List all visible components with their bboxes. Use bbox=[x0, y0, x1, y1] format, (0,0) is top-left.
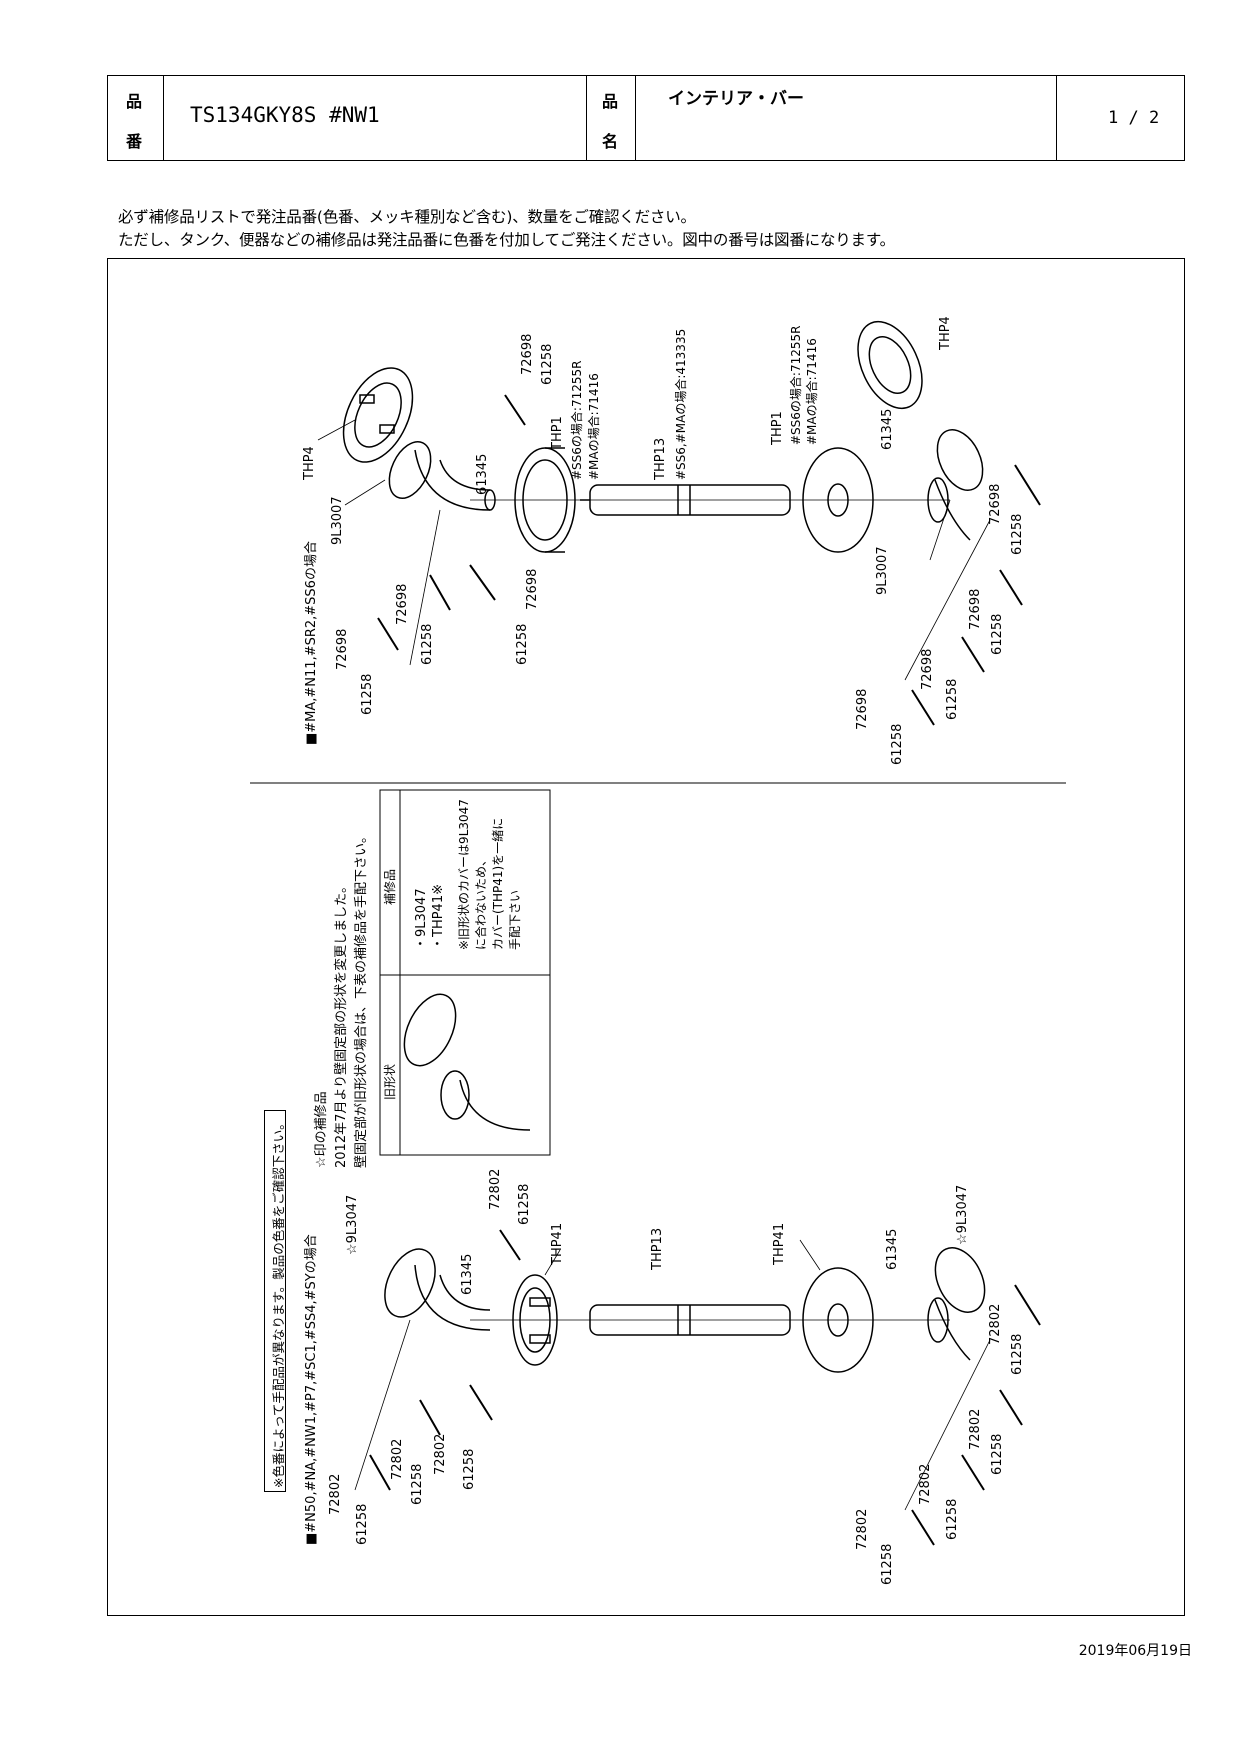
title-block: 品 番 TS134GKY8S #NW1 品 名 インテリア・バー 1 / 2 bbox=[107, 75, 1185, 161]
label-9l3007-left: 9L3007 bbox=[330, 496, 345, 545]
label-72802-e: 72802 bbox=[988, 1303, 1003, 1345]
label-72802-h: 72802 bbox=[855, 1508, 870, 1550]
label-61258-g: 61258 bbox=[945, 678, 960, 720]
lower-right-elbow bbox=[927, 1247, 986, 1361]
label-mei-top: 品 bbox=[602, 92, 619, 111]
product-code: TS134GKY8S #NW1 bbox=[190, 103, 380, 127]
upper-left-rosette bbox=[342, 367, 414, 463]
label-72698-a: 72698 bbox=[520, 333, 535, 375]
label-72698-d: 72698 bbox=[335, 628, 350, 670]
product-name: インテリア・バー bbox=[668, 89, 804, 109]
color-note-box bbox=[264, 1110, 286, 1492]
label-61258-lh: 61258 bbox=[880, 1543, 895, 1585]
label-61258-lf: 61258 bbox=[990, 1433, 1005, 1475]
notice-line-1: 必ず補修品リストで発注品番(色番、メッキ種別など含む)、数量をご確認ください。 bbox=[118, 208, 696, 226]
issue-date: 2019年06月19日 bbox=[1078, 1643, 1192, 1659]
label-61345-lower-left: 61345 bbox=[460, 1253, 475, 1295]
label-72698-h: 72698 bbox=[855, 688, 870, 730]
label-61258-b: 61258 bbox=[515, 623, 530, 665]
label-hin-bottom: 番 bbox=[126, 132, 143, 151]
label-72802-b: 72802 bbox=[433, 1433, 448, 1475]
label-thp41-right: THP41 bbox=[772, 1222, 787, 1265]
label-72698-b: 72698 bbox=[525, 568, 540, 610]
label-61258-d: 61258 bbox=[360, 673, 375, 715]
label-61258-f: 61258 bbox=[990, 613, 1005, 655]
table-col-old-shape: 旧形状 bbox=[383, 1063, 397, 1100]
label-72802-g: 72802 bbox=[918, 1463, 933, 1505]
label-thp4-right: THP4 bbox=[938, 316, 953, 350]
label-72802-f: 72802 bbox=[968, 1408, 983, 1450]
label-72698-e: 72698 bbox=[988, 483, 1003, 525]
color-note: ※色番によって手配品が異なります。製品の色番をご確認下さい。 bbox=[271, 1117, 286, 1488]
label-thp13-note: #SS6,#MAの場合:413335 bbox=[674, 328, 688, 480]
label-thp1-ss6-right: #SS6の場合:71255R bbox=[789, 325, 803, 445]
label-mei-bottom: 名 bbox=[602, 132, 619, 151]
label-thp13-lower: THP13 bbox=[650, 1227, 665, 1270]
label-thp1-ma-right: #MAの場合:71416 bbox=[805, 338, 819, 445]
change-note-2: 2012年7月より壁固定部の形状を変更しました。 bbox=[334, 879, 349, 1168]
label-72802-c: 72802 bbox=[390, 1438, 405, 1480]
lower-left-elbow bbox=[384, 1248, 491, 1331]
table-note-3: カバー(THP41)を一緒に bbox=[491, 817, 505, 950]
label-72698-c: 72698 bbox=[395, 583, 410, 625]
change-note-1: ☆印の補修品 bbox=[314, 1091, 329, 1168]
label-9l3047-left: ☆9L3047 bbox=[345, 1194, 360, 1255]
label-9l3007-right: 9L3007 bbox=[875, 546, 890, 595]
table-col-parts: 補修品 bbox=[383, 868, 397, 905]
label-thp1-ss6-left: #SS6の場合:71255R bbox=[570, 360, 584, 480]
page-number: 1 / 2 bbox=[1108, 108, 1160, 128]
upper-right-elbow bbox=[927, 429, 984, 541]
label-thp41-left: THP41 bbox=[550, 1222, 565, 1265]
label-61258-c: 61258 bbox=[420, 623, 435, 665]
label-61258-lg: 61258 bbox=[945, 1498, 960, 1540]
label-61345-lower-right: 61345 bbox=[885, 1228, 900, 1270]
old-shape-part bbox=[403, 993, 531, 1131]
label-72802-d: 72802 bbox=[328, 1473, 343, 1515]
change-note-3: 壁固定部が旧形状の場合は、下表の補修品を手配下さい。 bbox=[354, 829, 369, 1168]
drawing-frame bbox=[107, 258, 1185, 1616]
notice-line-2: ただし、タンク、便器などの補修品は発注品番に色番を付加してご発注ください。図中の… bbox=[118, 231, 895, 249]
label-61258-e: 61258 bbox=[1010, 513, 1025, 555]
label-thp1-ma-left: #MAの場合:71416 bbox=[587, 373, 601, 480]
label-9l3047-right: ☆9L3047 bbox=[955, 1184, 970, 1245]
label-61258-la: 61258 bbox=[517, 1183, 532, 1225]
upper-screws bbox=[377, 394, 1041, 726]
label-61345-left: 61345 bbox=[475, 453, 490, 495]
label-thp1-left: THP1 bbox=[550, 416, 565, 450]
upper-right-rosette bbox=[857, 320, 923, 410]
label-61258-lc: 61258 bbox=[410, 1463, 425, 1505]
old-shape-table bbox=[379, 789, 551, 1156]
label-hin-top: 品 bbox=[126, 92, 143, 111]
label-72698-g: 72698 bbox=[920, 648, 935, 690]
label-61345-right: 61345 bbox=[880, 408, 895, 450]
upper-left-elbow bbox=[388, 441, 496, 511]
table-note-1: ※旧形状のカバーは9L3047 bbox=[457, 799, 471, 950]
lower-variant-label: ■#N50,#NA,#NW1,#P7,#SC1,#SS4,#SYの場合 bbox=[304, 1234, 319, 1545]
label-61258-h: 61258 bbox=[890, 723, 905, 765]
label-72802-a: 72802 bbox=[488, 1168, 503, 1210]
label-61258-ld: 61258 bbox=[355, 1503, 370, 1545]
label-72698-f: 72698 bbox=[968, 588, 983, 630]
label-thp4-left: THP4 bbox=[302, 446, 317, 480]
label-61258-a: 61258 bbox=[540, 343, 555, 385]
label-thp13-upper: THP13 bbox=[653, 437, 668, 480]
table-item-thp41: ・THP41※ bbox=[431, 884, 446, 950]
label-61258-le: 61258 bbox=[1010, 1333, 1025, 1375]
label-thp1-right: THP1 bbox=[770, 411, 785, 445]
label-61258-lb: 61258 bbox=[462, 1448, 477, 1490]
lower-screws bbox=[369, 1229, 1041, 1546]
table-note-4: 手配下さい bbox=[508, 889, 522, 950]
upper-variant-label: ■#MA,#N11,#SR2,#SS6の場合 bbox=[304, 541, 319, 745]
table-note-2: に合わないため、 bbox=[474, 853, 488, 950]
